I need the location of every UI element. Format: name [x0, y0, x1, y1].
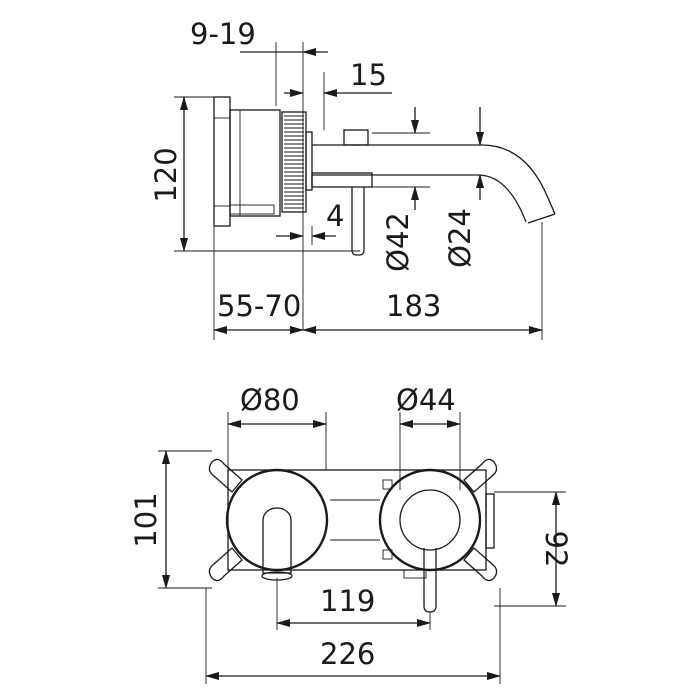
spout-side [312, 129, 556, 224]
side-view: 9-19 15 120 4 Ø42 Ø24 55-70 183 [149, 17, 556, 340]
front-view: Ø80 Ø44 101 92 119 226 [129, 383, 573, 684]
dim-spout-rosette-diameter: Ø80 [240, 383, 300, 417]
side-dimension-lines [180, 48, 543, 334]
front-dimension-lines [162, 420, 560, 680]
dim-rosette-height: 92 [539, 531, 573, 568]
dim-gap: 4 [326, 199, 344, 233]
threaded-collar [281, 111, 313, 213]
dim-lever-diameter: Ø42 [381, 212, 415, 272]
dim-center-distance: 119 [320, 584, 375, 618]
spout-rosette [225, 468, 329, 581]
dim-box-height: 101 [129, 492, 163, 547]
lever-rosette [378, 468, 482, 613]
dim-plate-depth: 15 [350, 58, 387, 92]
lever-side [311, 172, 373, 256]
dim-lever-rosette-diameter: Ø44 [396, 383, 456, 417]
dim-spout-diameter: Ø24 [443, 208, 477, 268]
wall-plate [213, 96, 231, 227]
dim-height: 120 [149, 147, 183, 202]
dim-spout-reach: 183 [386, 289, 441, 323]
dim-total-width: 226 [320, 637, 375, 671]
concealed-body [229, 109, 281, 217]
dim-offset-range: 9-19 [190, 17, 256, 51]
mounting-box [227, 469, 495, 571]
mounting-brackets [208, 458, 498, 582]
dim-wall-depth-range: 55-70 [217, 289, 301, 323]
front-extension-lines [158, 412, 566, 684]
